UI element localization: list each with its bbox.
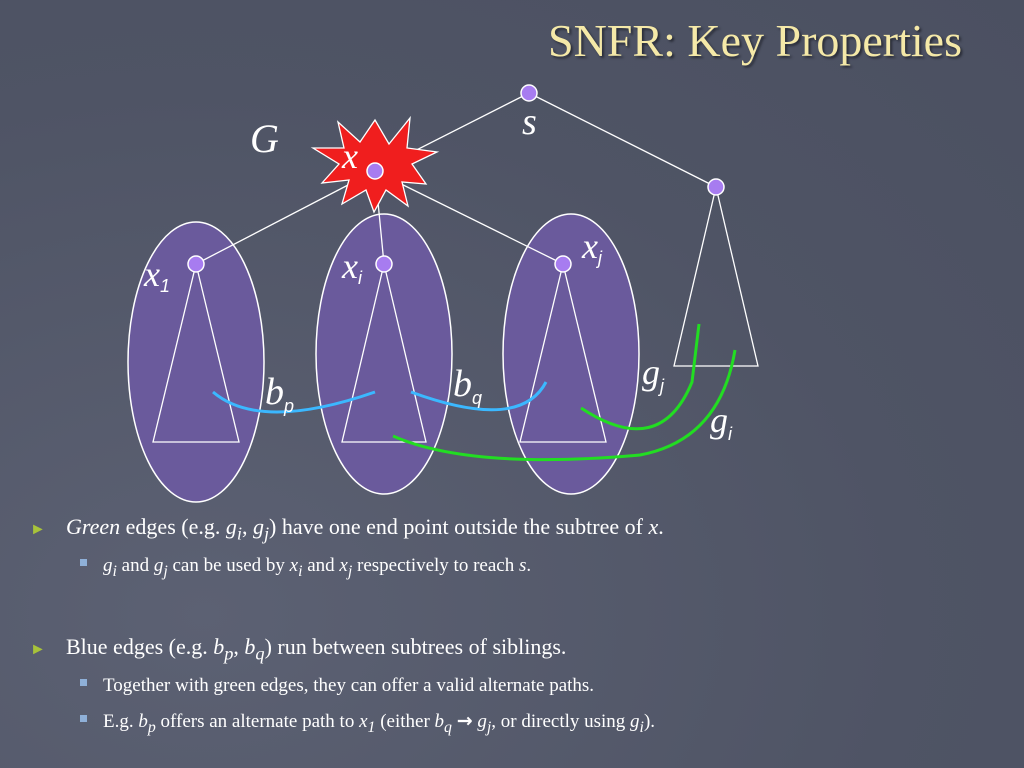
triangle-bullet-icon: ► (30, 641, 46, 658)
green-edge-gi (392, 349, 737, 462)
label-xj: xj (581, 226, 603, 268)
subtree-triangle-x1 (152, 263, 240, 443)
node-right (707, 178, 725, 196)
label-xi: xi (341, 246, 363, 288)
subtree-triangle-xi (341, 263, 427, 443)
label-gj: gj (642, 352, 665, 396)
node-x (366, 162, 384, 180)
bullet-2-2: E.g. bp offers an alternate path to x1 (… (80, 710, 655, 737)
bullet-text: Blue edges (e.g. bp, bq) run between sub… (66, 634, 567, 664)
green-edge-gj (580, 323, 701, 431)
node-s (520, 84, 538, 102)
subtree-triangles (152, 186, 759, 443)
label-x1: x1 (143, 254, 170, 296)
square-bullet-icon (80, 715, 87, 723)
bullet-2-1: Together with green edges, they can offe… (80, 675, 594, 697)
square-bullet-icon (80, 559, 87, 567)
subtree-triangle-xj (519, 263, 607, 443)
label-graph: G (250, 116, 279, 161)
node-xj (554, 255, 572, 273)
subtree-ellipse-xj (502, 213, 640, 495)
label-bp: bp (265, 371, 294, 416)
bullet-1-1: gi and gj can be used by xi and xj respe… (80, 555, 531, 581)
bullet-text: E.g. bp offers an alternate path to x1 (… (103, 710, 656, 736)
bullet-text: gi and gj can be used by xi and xj respe… (103, 555, 532, 580)
tree-diagram: G s x x1 xi xj bp bq gj gi (127, 84, 759, 503)
blue-edge-bp (212, 390, 376, 414)
label-gi: gi (710, 400, 733, 444)
bullet-1: ► Green edges (e.g. gi, gj) have one end … (30, 514, 664, 544)
label-bq: bq (453, 363, 482, 408)
label-root: s (522, 101, 537, 143)
subtree-ellipse-x1 (127, 221, 265, 503)
bullet-text: Green edges (e.g. gi, gj) have one end p… (66, 514, 664, 544)
bullet-text: Together with green edges, they can offe… (103, 675, 595, 696)
node-xi (375, 255, 393, 273)
triangle-bullet-icon: ► (30, 521, 46, 538)
label-failed: x (341, 136, 358, 176)
blue-edge-bq (410, 381, 548, 412)
node-x1 (187, 255, 205, 273)
bullet-2: ► Blue edges (e.g. bp, bq) run between su… (30, 634, 566, 664)
subtree-triangle-right (673, 186, 759, 367)
slide-title: SNFR: Key Properties (548, 15, 962, 66)
subtree-ellipse-xi (315, 213, 453, 495)
square-bullet-icon (80, 679, 87, 687)
